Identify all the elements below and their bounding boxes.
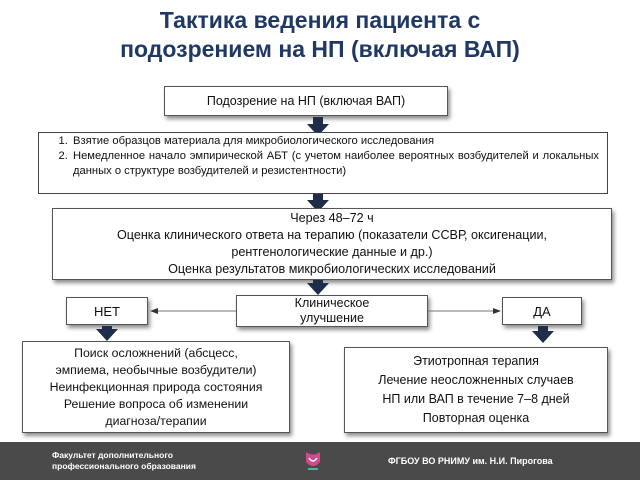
arrow-stem-3 [313,280,323,285]
arrow-down-no [96,329,118,341]
university-logo-icon [306,452,320,470]
assessment-clinical-cont: рентгенологические данные и др.) [231,245,433,259]
initial-steps-list: Взятие образцов материала для микробиоло… [51,134,599,179]
assessment-timing: Через 48–72 ч [290,211,374,225]
complications-line-1: Поиск осложнений (абсцесс, [74,345,238,360]
title-line-2: подозрением на НП (включая ВАП) [120,36,520,62]
complications-line-5: диагноза/терапии [105,413,207,428]
step-sample-collection: Взятие образцов материала для микробиоло… [71,134,599,149]
assessment-box: Через 48–72 ч Оценка клинического ответа… [52,208,612,280]
assessment-micro: Оценка результатов микробиологических ис… [168,262,496,276]
clinical-improvement-box: Клиническое улучшение [236,295,428,327]
therapy-line-3: НП или ВАП в течение 7–8 дней [382,392,570,406]
yes-box: ДА [502,297,582,325]
university-label: ФГБОУ ВО РНИМУ им. Н.И. Пирогова [388,456,553,466]
suspicion-box: Подозрение на НП (включая ВАП) [164,86,448,116]
no-label: НЕТ [94,303,120,319]
title-line-1: Тактика ведения пациента с [159,7,481,33]
suspicion-text: Подозрение на НП (включая ВАП) [206,94,406,108]
slide-title: Тактика ведения пациента с подозрением н… [0,6,640,64]
faculty-line-2: профессионального образования [52,461,196,471]
arrow-down-3 [307,283,329,295]
arrow-down-yes [532,331,554,343]
faculty-line-1: Факультет дополнительного [52,450,173,460]
arrow-stem-2 [313,194,323,201]
complications-line-3: Неинфекционная природа состояния [49,379,263,394]
no-box: НЕТ [66,297,148,325]
arrowhead-to-no [150,308,158,314]
improvement-line-1: Клиническое [294,296,370,310]
yes-label: ДА [533,303,551,319]
complications-line-2: эмпиема, необычные возбудители) [55,362,257,377]
therapy-line-4: Повторная оценка [422,411,530,425]
complications-box: Поиск осложнений (абсцесс, эмпиема, необ… [22,341,290,433]
arrowhead-to-yes [493,308,501,314]
arrow-stem-no [102,326,112,330]
faculty-label: Факультет дополнительного профессиональн… [52,450,196,472]
improvement-line-2: улучшение [300,311,364,325]
complications-line-4: Решение вопроса об изменении [63,396,249,411]
assessment-clinical: Оценка клинического ответа на терапию (п… [116,228,548,242]
footer-bar: Факультет дополнительного профессиональн… [0,442,640,480]
therapy-line-1: Этиотропная терапия [413,354,539,368]
initial-steps-box: Взятие образцов материала для микробиоло… [38,132,608,194]
therapy-line-2: Лечение неосложненных случаев [378,373,574,387]
arrow-stem-yes [538,326,548,332]
arrow-stem-1 [313,117,323,125]
step-empiric-therapy: Немедленное начало эмпирической АБТ (с у… [71,149,599,179]
etiotropic-therapy-box: Этиотропная терапия Лечение неосложненны… [344,347,608,433]
